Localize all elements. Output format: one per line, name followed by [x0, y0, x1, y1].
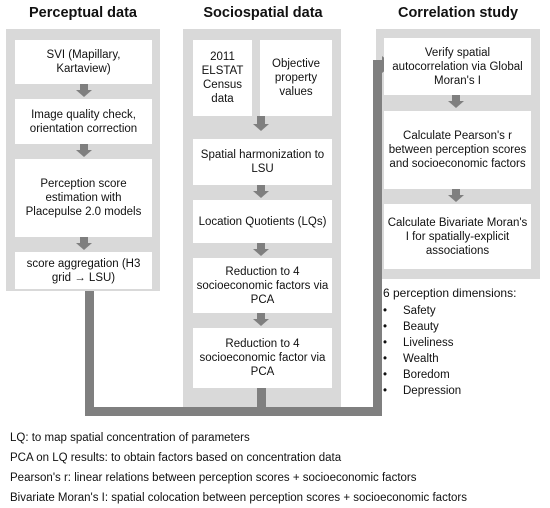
arrow-down — [253, 185, 269, 198]
dimensions-list: •Safety •Beauty •Liveliness •Wealth •Bor… — [383, 303, 461, 399]
step-bivariate-morans: Calculate Bivariate Moran's I for spatia… — [384, 204, 531, 269]
sociospatial-title: Sociospatial data — [203, 5, 323, 21]
step-pca-reduction: Reduction to 4 socioeconomic factors via… — [193, 258, 332, 313]
arrow-down — [253, 116, 269, 131]
note-pca: PCA on LQ results: to obtain factors bas… — [10, 452, 342, 464]
correlation-title: Correlation study — [397, 5, 519, 21]
dimension-item: •Liveliness — [383, 337, 454, 349]
arrow-down — [448, 95, 464, 108]
note-bivariate: Bivariate Moran's I: spatial colocation … — [10, 492, 467, 504]
note-pearson: Pearson's r: linear relations between pe… — [10, 472, 417, 484]
perceptual-title: Perceptual data — [29, 5, 137, 21]
step-location-quotients: Location Quotients (LQs) — [193, 200, 332, 243]
notes: LQ: to map spatial concentration of para… — [10, 428, 467, 508]
step-quality-check: Image quality check, orientation correct… — [15, 99, 152, 144]
step-global-morans: Verify spatial autocorrelation via Globa… — [384, 38, 531, 95]
input-census: 2011 ELSTAT Census data — [193, 40, 252, 116]
dimension-item: •Beauty — [383, 321, 439, 333]
dimension-item: •Wealth — [383, 353, 439, 365]
dimension-item: •Depression — [383, 385, 462, 397]
step-score-aggregation: score aggregation (H3 grid → LSU) — [15, 252, 152, 289]
dimension-item: •Boredom — [383, 369, 450, 381]
note-lq: LQ: to map spatial concentration of para… — [10, 432, 250, 444]
arrow-down — [76, 237, 92, 250]
arrow-down — [76, 144, 92, 157]
arrow-down — [253, 313, 269, 326]
dimension-item: •Safety — [383, 305, 436, 317]
step-perception-score: Perception score estimation with Placepu… — [15, 159, 152, 237]
dimensions-title: 6 perception dimensions: — [383, 286, 517, 300]
step-pca-reduction-2: Reduction to 4 socioeconomic factor via … — [193, 328, 332, 388]
step-svi: SVI (Mapillary, Kartaview) — [15, 40, 152, 84]
step-harmonization: Spatial harmonization to LSU — [193, 139, 332, 185]
arrow-down — [76, 84, 92, 97]
arrow-down — [448, 189, 464, 202]
step-pearsons-r: Calculate Pearson's r between perception… — [384, 111, 531, 189]
input-property-values: Objective property values — [260, 40, 332, 116]
arrow-down — [253, 243, 269, 256]
